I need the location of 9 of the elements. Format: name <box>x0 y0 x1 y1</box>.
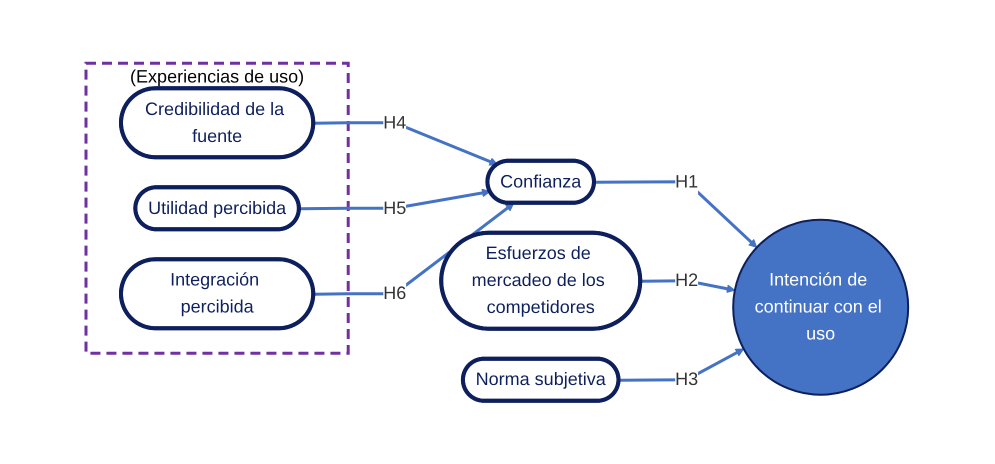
arrow <box>314 121 498 166</box>
edge-label: H4 <box>384 112 407 132</box>
edge-label: H2 <box>676 270 699 290</box>
edge-label: H3 <box>676 369 699 390</box>
edge-label: H6 <box>384 283 407 304</box>
edge-label: H1 <box>676 171 699 192</box>
arrow <box>300 188 491 210</box>
node-circle: Intención de continuar con el uso <box>732 218 910 396</box>
edge-label: H5 <box>384 198 407 218</box>
